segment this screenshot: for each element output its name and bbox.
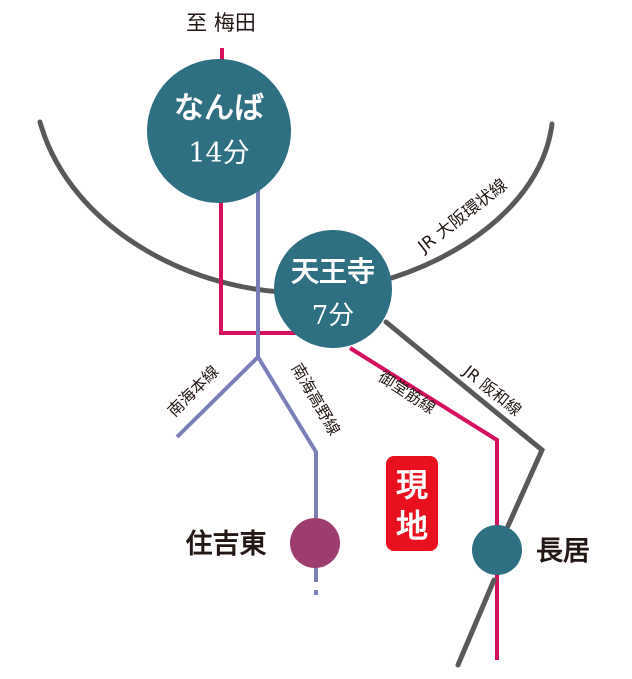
station-tennoji-marker xyxy=(274,230,392,348)
line-label-nankai-main: 南海本線 xyxy=(164,362,223,421)
station-nagai-marker xyxy=(472,525,522,575)
line-label-midosuji: 御堂筋線 xyxy=(375,367,439,418)
station-nagai-name: 長居 xyxy=(536,536,590,567)
station-tennoji-time: 7分 xyxy=(312,301,355,331)
station-namba-time: 14分 xyxy=(188,138,249,169)
station-namba-marker xyxy=(147,59,291,203)
current-location-char-1: 現 xyxy=(396,466,428,504)
line-label-nankai-koya: 南海高野線 xyxy=(288,360,344,439)
direction-label: 至 梅田 xyxy=(186,11,256,35)
nankai-main-line xyxy=(175,355,260,439)
current-location-badge: 現 地 xyxy=(386,456,438,551)
midosuji-line-namba-tennoji xyxy=(219,195,330,335)
station-tennoji-name: 天王寺 xyxy=(291,255,375,288)
current-location-char-2: 地 xyxy=(396,507,428,545)
current-location-marker xyxy=(386,456,438,551)
station-sumiyoshihigashi[interactable]: 住吉東 xyxy=(186,518,341,568)
station-nagai[interactable]: 長居 xyxy=(472,525,590,575)
station-sumiyoshihigashi-name: 住吉東 xyxy=(186,528,267,560)
nankai-koya-line xyxy=(256,355,318,520)
station-tennoji[interactable]: 天王寺 7分 xyxy=(274,230,392,348)
station-namba[interactable]: なんば 14分 xyxy=(147,59,291,203)
jr-hanwa-line xyxy=(383,319,546,668)
station-namba-name: なんば xyxy=(174,91,264,126)
midosuji-line-south xyxy=(348,346,499,660)
station-sumiyoshihigashi-marker xyxy=(290,518,340,568)
